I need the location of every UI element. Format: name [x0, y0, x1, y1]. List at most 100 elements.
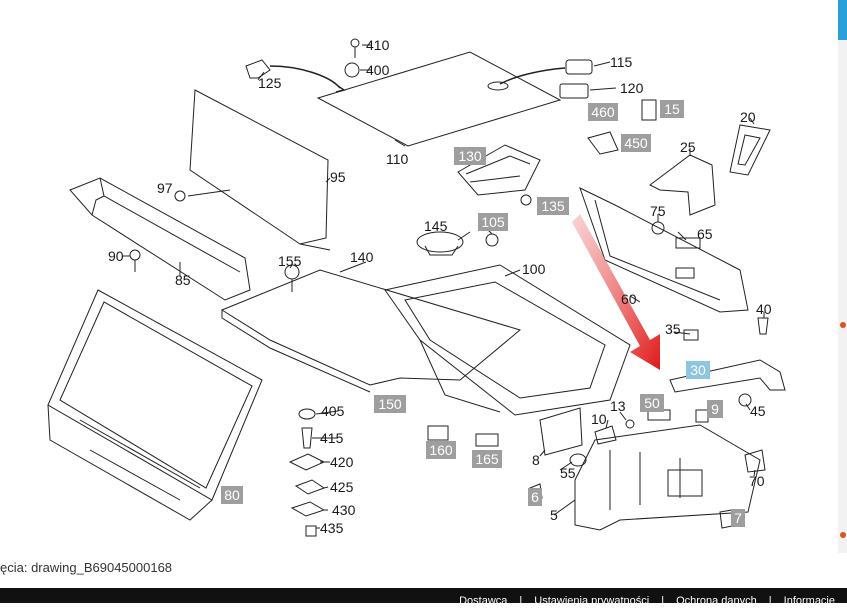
footer-link-privacy-settings[interactable]: Ustawienia prywatności [534, 595, 650, 607]
callout-label-435: 435 [320, 520, 344, 536]
footer-link-supplier[interactable]: Dostawca [459, 595, 508, 607]
callout-label-125: 125 [258, 75, 282, 91]
callout-box-text: 80 [224, 487, 240, 503]
footer-separator: | [661, 595, 665, 607]
clip-75 [651, 221, 665, 235]
clip-405 [298, 408, 316, 420]
trim-strip-30 [669, 359, 786, 393]
fastener-45 [738, 393, 752, 407]
callout-label-140: 140 [350, 249, 374, 265]
brand-corner [838, 0, 847, 40]
callout-label-405: 405 [321, 403, 345, 419]
callout-box-105[interactable]: 105 [478, 213, 508, 231]
callout-label-425: 425 [330, 479, 354, 495]
pad-65 [675, 237, 701, 249]
part-165 [475, 433, 499, 447]
callout-box-15[interactable]: 15 [660, 100, 684, 118]
part-15 [641, 99, 657, 121]
highlight-arrow [572, 214, 660, 370]
callout-box-bg [731, 509, 745, 527]
callout-box-50[interactable]: 50 [640, 394, 664, 412]
handle-20 [729, 124, 771, 176]
floor-panel-110 [316, 51, 562, 147]
callout-box-text: 50 [644, 395, 660, 411]
seat-frame-80 [47, 289, 263, 501]
callout-label-8: 8 [532, 452, 540, 468]
callout-label-10: 10 [591, 411, 607, 427]
callout-label-40: 40 [756, 301, 772, 317]
callout-label-110: 110 [386, 151, 409, 167]
nut-400 [344, 62, 360, 78]
callout-box-9[interactable]: 9 [707, 400, 723, 418]
callout-box-6[interactable]: 6 [528, 488, 542, 506]
callout-box-160[interactable]: 160 [426, 441, 456, 459]
footer-bar: Dostawca | Ustawienia prywatności | Ochr… [0, 588, 847, 607]
floor-cover-150 [220, 269, 522, 386]
clip-10 [594, 425, 617, 445]
callout-box-80[interactable]: 80 [221, 486, 243, 504]
clip-40 [757, 317, 769, 335]
callout-box-460[interactable]: 460 [588, 103, 618, 121]
callout-box-bg [707, 400, 723, 418]
callout-label-45: 45 [750, 403, 766, 419]
callout-label-95: 95 [330, 169, 346, 185]
callout-box-450[interactable]: 450 [621, 134, 651, 152]
footer-link-information[interactable]: Informacje [783, 595, 835, 607]
latch-115 [565, 59, 593, 75]
callout-box-text: 15 [664, 101, 680, 117]
callout-box-bg [686, 361, 710, 379]
callout-box-130[interactable]: 130 [454, 147, 486, 165]
clip-450 [587, 131, 619, 155]
screw-410 [350, 38, 360, 48]
callout-box-bg [588, 103, 618, 121]
plate-120 [559, 83, 589, 99]
callout-box-text: 105 [481, 214, 505, 230]
footer-link-data-protection[interactable]: Ochrona danych [676, 595, 757, 607]
part-160 [427, 425, 449, 441]
sill-trim-97 [69, 177, 251, 301]
side-trim-5 [574, 424, 761, 531]
callout-box-7[interactable]: 7 [731, 509, 745, 527]
callout-box-135[interactable]: 135 [537, 197, 569, 215]
clip-97 [174, 190, 186, 202]
callout-box-30[interactable]: 30 [686, 361, 710, 379]
callout-box-bg [374, 395, 406, 413]
callout-box-text: 450 [624, 135, 648, 151]
insert-130 [457, 144, 541, 196]
callout-box-bg [621, 134, 651, 152]
cap-55 [569, 453, 587, 467]
screw-415 [301, 427, 313, 449]
callout-label-97: 97 [157, 180, 173, 196]
rear-panel-95 [189, 89, 329, 245]
callout-box-text: 150 [378, 396, 402, 412]
callout-box-bg [537, 197, 569, 215]
callout-label-20: 20 [740, 109, 756, 125]
callout-box-150[interactable]: 150 [374, 395, 406, 413]
callout-label-85: 85 [175, 272, 191, 288]
callout-label-145: 145 [424, 218, 448, 234]
callout-box-165[interactable]: 165 [472, 450, 502, 468]
callout-box-bg [221, 486, 243, 504]
callout-box-text: 9 [711, 401, 719, 417]
holder-145 [416, 231, 464, 253]
callout-box-text: 30 [690, 362, 706, 378]
callout-box-bg [426, 441, 456, 459]
callout-box-text: 165 [475, 451, 499, 467]
plug-35 [683, 329, 699, 341]
callout-box-text: 130 [458, 148, 482, 164]
callout-box-text: 7 [734, 510, 742, 526]
cap-435 [305, 525, 317, 537]
callout-box-text: 460 [591, 104, 615, 120]
bracket-70 [744, 449, 766, 473]
callout-label-13: 13 [610, 398, 626, 414]
indicator-dot [840, 532, 846, 538]
callout-label-75: 75 [650, 203, 666, 219]
hook-125 [245, 59, 271, 79]
screw-90 [129, 249, 141, 261]
callout-box-bg [640, 394, 664, 412]
callout-label-155: 155 [278, 253, 302, 269]
callout-box-bg [660, 100, 684, 118]
footer-separator: | [768, 595, 772, 607]
callout-box-text: 135 [541, 198, 565, 214]
callout-label-420: 420 [330, 454, 354, 470]
